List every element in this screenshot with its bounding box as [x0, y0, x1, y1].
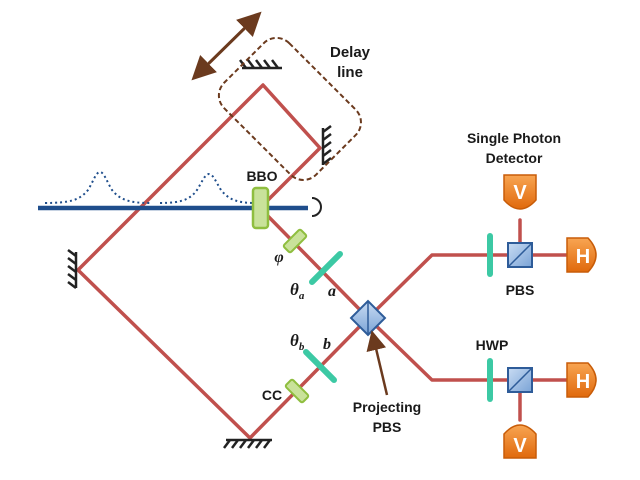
mirror-left	[67, 249, 78, 289]
delay-line-label-1: Delay	[330, 44, 371, 61]
mirror-delay-right	[321, 125, 332, 165]
cc-label: CC	[262, 387, 282, 403]
upper-pbs-label: PBS	[506, 282, 535, 298]
detector-top-v-label: V	[513, 182, 527, 204]
detector-bottom-h: H	[566, 362, 597, 398]
delay-line-label-2: line	[337, 64, 363, 81]
pulse-envelope-left	[44, 170, 151, 204]
detector-bottom-v-label: V	[513, 435, 527, 457]
cc-plate	[284, 378, 310, 404]
arm-a-label: a	[328, 283, 336, 300]
beam-lower-output	[366, 316, 570, 382]
projecting-pbs-pointer	[366, 330, 389, 396]
phi-plate	[282, 228, 308, 254]
single-photon-detector-label-1: Single Photon	[467, 130, 561, 146]
mirror-top	[239, 59, 282, 70]
bbo-label: BBO	[246, 168, 277, 184]
detector-top-v: V	[503, 174, 537, 210]
upper-pbs-cube	[507, 242, 533, 268]
single-photon-detector-label-2: Detector	[486, 150, 543, 166]
theta-a-label: θa	[290, 280, 305, 302]
detector-top-h: H	[566, 237, 597, 273]
beam-upper-output	[366, 253, 570, 320]
beam-outer-loop	[76, 83, 370, 440]
theta-b-waveplate	[303, 349, 337, 383]
hwp-label: HWP	[476, 337, 509, 353]
arm-b-label: b	[323, 336, 331, 353]
detector-top-h-label: H	[576, 246, 590, 268]
mirror-bottom	[223, 438, 272, 449]
lower-pbs-cube	[507, 367, 533, 393]
phi-label: φ	[274, 249, 283, 266]
bbo-crystal	[251, 186, 270, 230]
pulse-envelope-right	[159, 172, 256, 204]
detector-bottom-h-label: H	[576, 371, 590, 393]
projecting-pbs-cube	[349, 299, 387, 337]
theta-b-label: θb	[290, 331, 305, 353]
delay-line-arrow	[191, 11, 262, 81]
projecting-pbs-label-1: Projecting	[353, 399, 421, 415]
beam-arm-a	[258, 206, 370, 320]
theta-a-waveplate	[309, 251, 343, 285]
beam-dump-icon	[311, 197, 322, 217]
detector-bottom-v: V	[503, 424, 537, 459]
projecting-pbs-label-2: PBS	[373, 419, 402, 435]
